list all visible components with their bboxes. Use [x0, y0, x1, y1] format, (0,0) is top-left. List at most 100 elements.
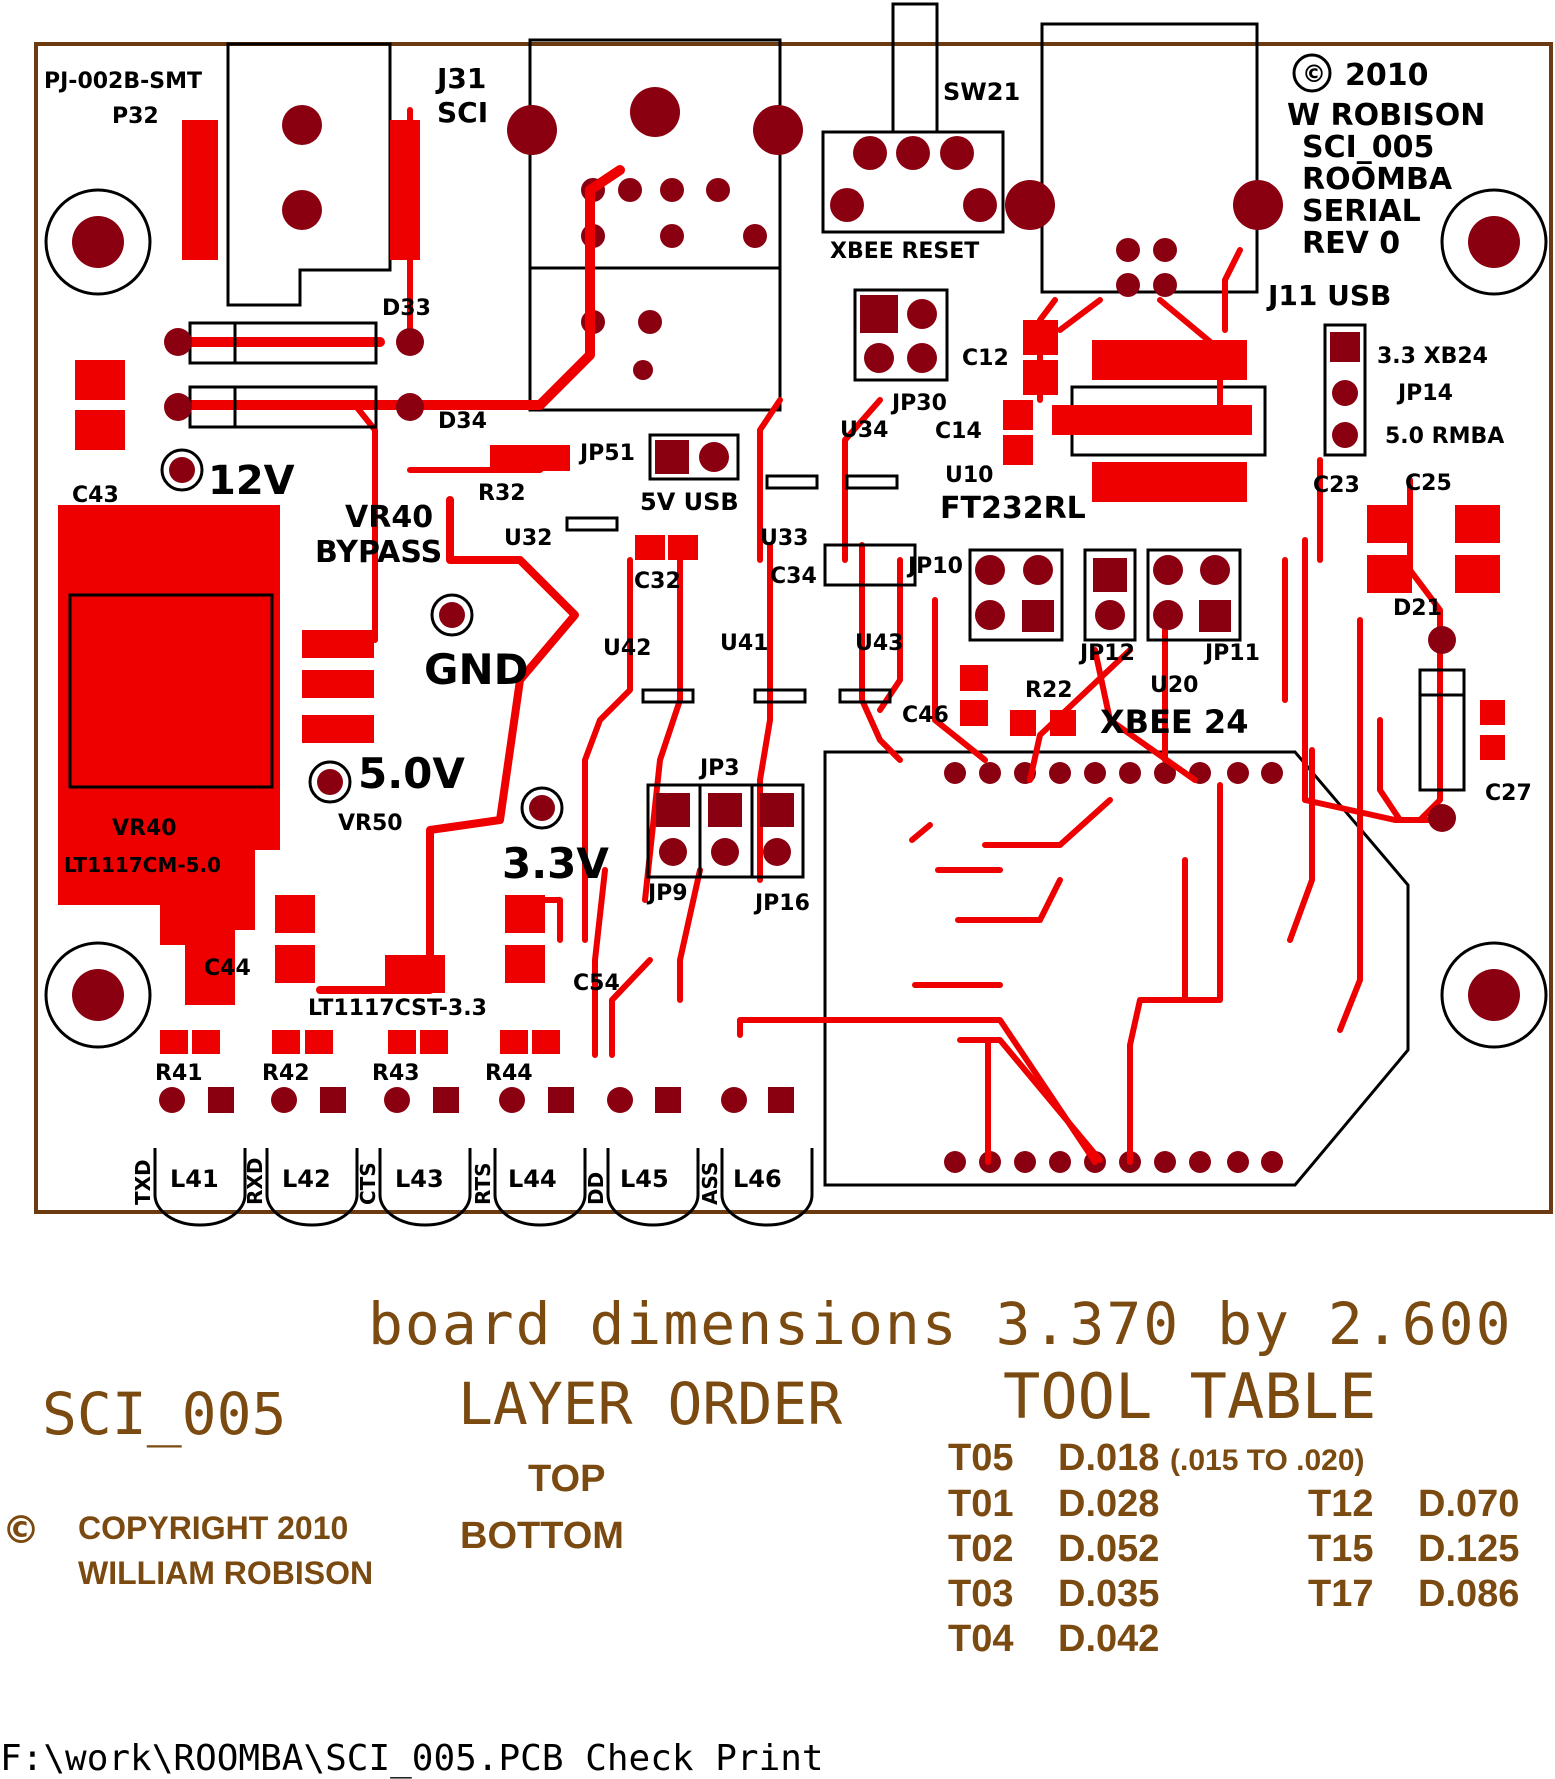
- board-name-note: SCI_005: [42, 1380, 287, 1448]
- label-lt1117-33: LT1117CST-3.3: [308, 996, 487, 1021]
- label-d21: D21: [1393, 596, 1442, 621]
- label-5v-usb: 5V USB: [640, 488, 739, 516]
- label-xbee-reset: XBEE RESET: [830, 239, 979, 264]
- label-j31: J31: [435, 62, 486, 95]
- label-rmba: 5.0 RMBA: [1385, 424, 1504, 449]
- label-jp12: JP12: [1078, 641, 1135, 666]
- label-ft232: FT232RL: [940, 491, 1086, 526]
- label-u34: U34: [840, 418, 888, 443]
- tool-id: T17: [1308, 1573, 1374, 1615]
- label-d33: D33: [382, 296, 431, 321]
- label-gnd: GND: [424, 645, 529, 694]
- label-copyright-c: ©: [1302, 60, 1326, 88]
- vr40-outline: [68, 593, 274, 789]
- tool-id: T03: [948, 1573, 1014, 1615]
- label-board-name: SCI_005: [1302, 130, 1434, 165]
- copper-pour-vr40: [58, 505, 280, 1005]
- label-r32: R32: [478, 481, 526, 506]
- led-sig-rxd: RXD: [243, 1158, 267, 1205]
- label-jp9: JP9: [646, 881, 688, 906]
- label-jack-part: PJ-002B-SMT: [44, 69, 202, 94]
- label-c34: C34: [770, 564, 817, 589]
- vr40-pin3: [302, 715, 374, 743]
- label-r41: R41: [155, 1061, 203, 1086]
- label-serial: SERIAL: [1302, 194, 1421, 229]
- label-sci: SCI: [437, 96, 488, 129]
- label-c46: C46: [902, 703, 949, 728]
- board-outline: [34, 42, 1553, 1214]
- tool-note: (.015 TO .020): [1170, 1444, 1365, 1477]
- tool-id: T01: [948, 1483, 1014, 1525]
- label-jp51: JP51: [578, 441, 635, 466]
- led-labels: L41 L42 L43 L44 L45 L46 TXD RXD CTS RTS …: [131, 1158, 782, 1205]
- label-c54: C54: [573, 971, 620, 996]
- label-vr40-b: VR40: [112, 816, 177, 841]
- led-ref-l46: L46: [733, 1165, 782, 1193]
- tool-dia: D.125: [1418, 1528, 1520, 1570]
- vr40-pin1: [302, 630, 374, 658]
- tool-table-title: TOOL TABLE: [1003, 1360, 1377, 1433]
- sot-ics: [565, 474, 899, 704]
- tool-dia: D.052: [1058, 1528, 1160, 1570]
- label-5v: 5.0V: [358, 749, 465, 798]
- label-c27: C27: [1485, 781, 1532, 806]
- label-jp11: JP11: [1203, 641, 1260, 666]
- tool-dia: D.070: [1418, 1483, 1520, 1525]
- led-ref-l42: L42: [282, 1165, 331, 1193]
- label-c43: C43: [72, 483, 119, 508]
- label-p32: P32: [112, 104, 159, 129]
- led-footprints: [153, 1087, 814, 1227]
- tool-id: T15: [1308, 1528, 1374, 1570]
- copyright-text: COPYRIGHT 2010: [78, 1510, 349, 1546]
- tool-dia: D.028: [1058, 1483, 1160, 1525]
- switch-sw21: [821, 2, 1005, 234]
- label-u10: U10: [945, 463, 993, 488]
- label-r44: R44: [485, 1061, 533, 1086]
- led-ref-l44: L44: [508, 1165, 557, 1193]
- label-bypass: BYPASS: [315, 535, 442, 570]
- label-copyright-year: 2010: [1345, 58, 1429, 93]
- diode-d33-d34: [164, 321, 424, 429]
- tool-id: T12: [1308, 1483, 1374, 1525]
- connector-j11-usb: [1005, 22, 1283, 297]
- test-points: [160, 448, 564, 830]
- tool-id: T04: [948, 1618, 1014, 1660]
- mounting-holes: [44, 188, 1548, 1049]
- file-path: F:\work\ROOMBA\SCI_005.PCB Check Print: [0, 1738, 824, 1779]
- label-3v3: 3.3V: [502, 839, 609, 888]
- label-product: ROOMBA: [1302, 162, 1453, 197]
- label-jp30: JP30: [890, 391, 947, 416]
- label-jp3: JP3: [698, 756, 740, 781]
- ic-u10-ft232rl: [1052, 340, 1267, 502]
- label-xb24: 3.3 XB24: [1377, 344, 1488, 369]
- layer-order-title: LAYER ORDER: [458, 1370, 843, 1438]
- label-c44: C44: [204, 956, 251, 981]
- layer-bottom: BOTTOM: [460, 1515, 624, 1557]
- tool-dia: D.086: [1418, 1573, 1520, 1615]
- label-xbee24: XBEE 24: [1100, 703, 1248, 741]
- tool-dia: D.042: [1058, 1618, 1160, 1660]
- label-vr50: VR50: [338, 811, 403, 836]
- label-author: W ROBISON: [1287, 98, 1485, 133]
- led-sig-ass: ASS: [698, 1162, 722, 1205]
- board-dimensions-note: board dimensions 3.370 by 2.600: [368, 1290, 1513, 1358]
- label-d34: D34: [438, 409, 487, 434]
- label-jp14: JP14: [1396, 381, 1453, 406]
- label-u42: U42: [603, 636, 651, 661]
- led-sig-rts: RTS: [471, 1162, 495, 1205]
- xbee-pins: [944, 762, 1283, 1173]
- label-jp10: JP10: [906, 554, 963, 579]
- layer-top: TOP: [528, 1458, 606, 1500]
- label-c25: C25: [1405, 471, 1452, 496]
- tool-dia: D.035: [1058, 1573, 1160, 1615]
- led-sig-txd: TXD: [131, 1159, 155, 1205]
- label-c23: C23: [1313, 473, 1360, 498]
- power-jack-p32: [182, 42, 420, 307]
- label-lt1117-5: LT1117CM-5.0: [64, 853, 221, 877]
- label-r43: R43: [372, 1061, 420, 1086]
- tool-id: T05: [948, 1437, 1014, 1479]
- led-ref-l43: L43: [395, 1165, 444, 1193]
- led-ref-l45: L45: [620, 1165, 669, 1193]
- tool-id: T02: [948, 1528, 1014, 1570]
- label-rev: REV 0: [1302, 226, 1400, 261]
